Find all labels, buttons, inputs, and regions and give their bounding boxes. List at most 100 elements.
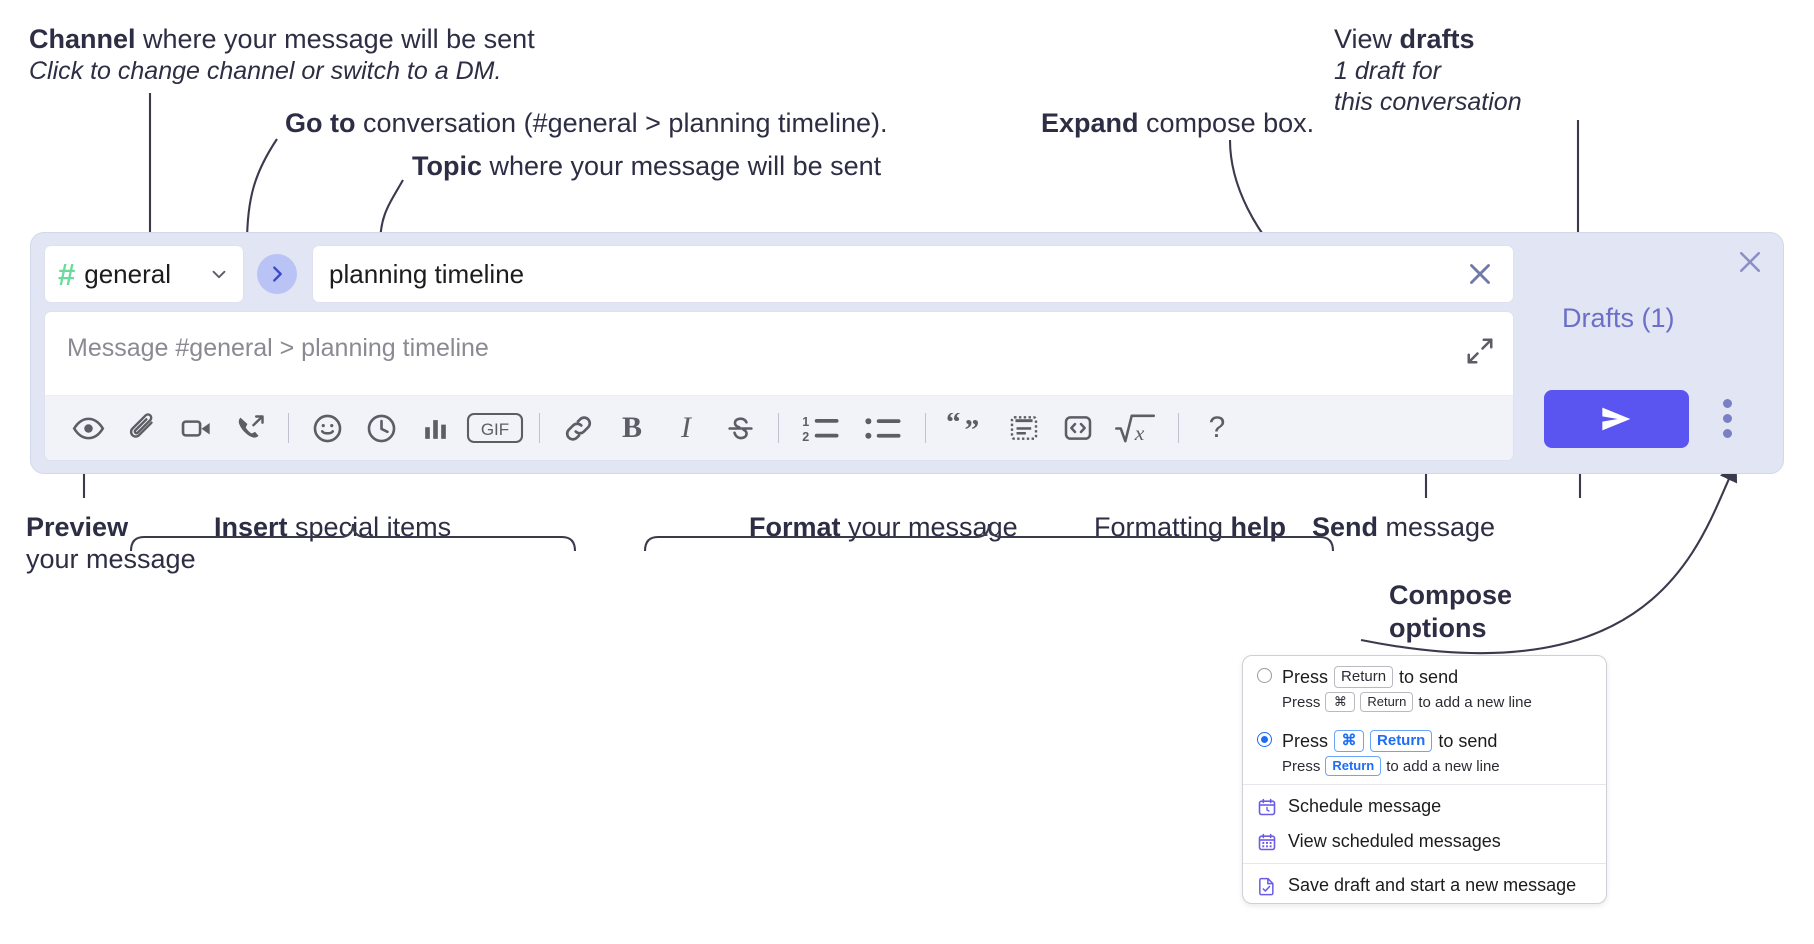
radio-cmd-return[interactable] xyxy=(1257,732,1272,748)
send-option-cmd-return[interactable]: Press ⌘ Return to send xyxy=(1243,720,1606,754)
bold-button[interactable]: B xyxy=(605,402,659,454)
emoji-smiley-icon xyxy=(313,414,341,442)
math-button[interactable]: x xyxy=(1105,402,1167,454)
clear-topic-button[interactable] xyxy=(1463,257,1497,291)
bullet-list-button[interactable] xyxy=(852,402,914,454)
paper-plane-icon xyxy=(1601,407,1630,431)
link-button[interactable] xyxy=(551,402,605,454)
channel-name: general xyxy=(84,258,171,289)
italic-icon: I xyxy=(681,411,691,444)
square-root-icon: x xyxy=(1115,414,1156,444)
ordered-list-button[interactable]: 1 2 xyxy=(790,402,852,454)
audio-button[interactable] xyxy=(223,402,277,454)
code-block-button[interactable] xyxy=(997,402,1051,454)
send-option-cmd-return-hint: Press Return to add a new line xyxy=(1282,756,1606,777)
annotation-insert: Insert special items xyxy=(214,512,452,542)
video-camera-icon xyxy=(181,419,210,437)
svg-text:1: 1 xyxy=(802,415,809,429)
hint-pre: Press xyxy=(1282,693,1321,711)
eye-icon xyxy=(72,417,104,439)
key-return-blue-small: Return xyxy=(1325,756,1382,777)
send-option-return[interactable]: Press Return to send xyxy=(1243,656,1606,690)
menu-item-save-draft[interactable]: Save draft and start a new message xyxy=(1243,868,1606,903)
close-icon xyxy=(1740,252,1760,272)
calendar-grid-icon xyxy=(1258,833,1276,850)
menu-item-view-scheduled-label: View scheduled messages xyxy=(1288,831,1501,852)
help-button[interactable]: ? xyxy=(1190,402,1244,454)
separator-5 xyxy=(1178,413,1179,443)
calendar-clock-icon xyxy=(1258,798,1276,815)
compose-left-column: # general planning timeline xyxy=(44,245,1514,461)
hint2-post: to add a new line xyxy=(1386,757,1500,775)
send-option-return-hint: Press ⌘ Return to add a new line xyxy=(1282,692,1606,713)
separator-4 xyxy=(925,413,926,443)
annotation-drafts-sub2: this conversation xyxy=(1334,88,1522,116)
reminder-button[interactable] xyxy=(354,402,408,454)
topic-field[interactable]: planning timeline xyxy=(312,245,1514,303)
annotation-send: Send message xyxy=(1312,512,1496,542)
annotation-compose-options-2: options xyxy=(1389,613,1487,643)
bullet-list-icon xyxy=(865,417,901,439)
more-vertical-icon-dot-2 xyxy=(1723,414,1732,423)
clock-icon xyxy=(367,414,395,442)
expand-compose-button[interactable] xyxy=(1465,336,1495,366)
send-button[interactable] xyxy=(1544,390,1689,448)
radio-return[interactable] xyxy=(1257,668,1272,683)
key-return: Return xyxy=(1334,666,1394,689)
channel-selector[interactable]: # general xyxy=(44,245,244,303)
annotation-preview-line2: your message xyxy=(26,544,196,574)
annotation-help: Formatting help xyxy=(1094,512,1287,542)
option-cmd-post: to send xyxy=(1438,731,1498,752)
compose-header-row: # general planning timeline xyxy=(44,245,1514,303)
option-return-post: to send xyxy=(1399,667,1459,687)
bold-icon: B xyxy=(621,411,642,444)
expand-diagonal-icon xyxy=(1467,338,1493,364)
question-mark-icon: ? xyxy=(1208,411,1226,444)
attach-button[interactable] xyxy=(115,402,169,454)
message-input-area[interactable]: Message #general > planning timeline xyxy=(44,311,1514,461)
phone-arrow-icon xyxy=(238,414,264,438)
gif-button[interactable]: GIF xyxy=(462,402,528,454)
annotation-channel-sub: Click to change channel or switch to a D… xyxy=(29,57,502,85)
message-placeholder: Message #general > planning timeline xyxy=(67,334,489,362)
strikethrough-button[interactable] xyxy=(713,402,767,454)
svg-text:2: 2 xyxy=(802,430,809,444)
annotation-expand: Expand compose box. xyxy=(1041,108,1315,138)
bar-chart-icon xyxy=(424,419,446,439)
key-return-blue: Return xyxy=(1370,730,1433,753)
italic-button[interactable]: I xyxy=(659,402,713,454)
quote-icon: “ ” xyxy=(946,413,979,444)
more-vertical-icon-dot-3 xyxy=(1723,429,1732,438)
key-command-blue: ⌘ xyxy=(1334,730,1365,753)
menu-item-view-scheduled[interactable]: View scheduled messages xyxy=(1243,824,1606,859)
option-cmd-pre: Press xyxy=(1282,731,1329,752)
drafts-link[interactable]: Drafts (1) xyxy=(1562,303,1675,333)
code-button[interactable] xyxy=(1051,402,1105,454)
video-button[interactable] xyxy=(169,402,223,454)
hash-icon: # xyxy=(58,256,76,292)
menu-divider-2 xyxy=(1243,863,1606,865)
topic-value: planning timeline xyxy=(329,258,525,289)
menu-item-schedule-message[interactable]: Schedule message xyxy=(1243,789,1606,824)
more-vertical-icon-dot-1 xyxy=(1723,399,1732,408)
paperclip-icon xyxy=(129,412,153,438)
emoji-button[interactable] xyxy=(300,402,354,454)
annotation-drafts: View drafts xyxy=(1334,24,1475,54)
chevron-right-icon xyxy=(273,266,282,282)
annotation-channel: Channel where your message will be sent xyxy=(29,24,535,54)
compose-options-button[interactable] xyxy=(1723,399,1732,438)
goto-conversation-button[interactable] xyxy=(257,254,297,294)
hint2-pre: Press xyxy=(1282,757,1321,775)
close-compose-button[interactable] xyxy=(1735,247,1765,277)
key-command: ⌘ xyxy=(1325,692,1356,713)
blockquote-button[interactable]: “ ” xyxy=(937,402,997,454)
preview-button[interactable] xyxy=(61,402,115,454)
poll-button[interactable] xyxy=(408,402,462,454)
svg-text:“: “ xyxy=(946,413,961,439)
save-draft-icon xyxy=(1259,877,1274,896)
strikethrough-icon xyxy=(727,416,753,439)
hint-post: to add a new line xyxy=(1418,693,1532,711)
gif-icon: GIF xyxy=(466,412,524,444)
code-brackets-icon xyxy=(1064,416,1092,440)
